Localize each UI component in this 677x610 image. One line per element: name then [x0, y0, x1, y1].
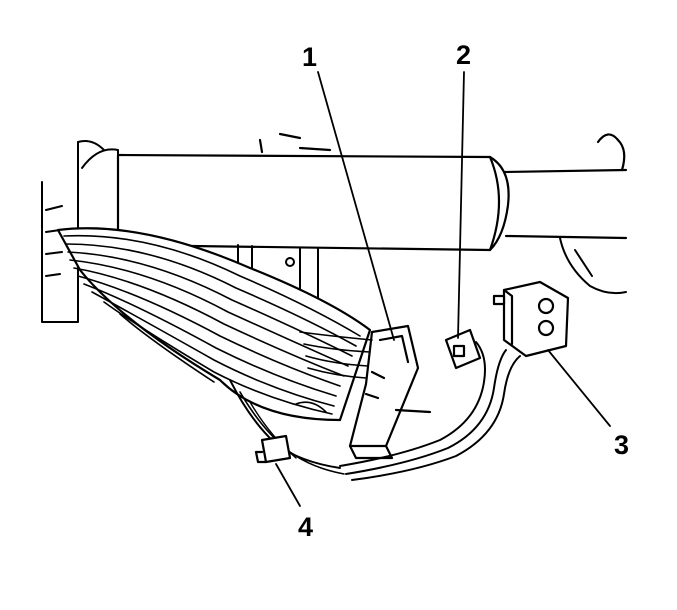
callout-2: 2 — [456, 40, 471, 70]
loose-wires — [295, 331, 373, 413]
leader-line-2 — [457, 71, 465, 339]
callout-4: 4 — [298, 512, 313, 542]
connector-2 — [444, 328, 482, 370]
steering-column — [116, 132, 628, 252]
callout-1: 1 — [302, 42, 317, 72]
leader-lines — [275, 71, 611, 507]
connector-1 — [348, 324, 432, 460]
connector-4 — [254, 434, 292, 464]
wire-loop — [339, 341, 521, 481]
wiring-harness-bundle — [56, 227, 372, 475]
connector-3 — [492, 280, 570, 358]
callout-3: 3 — [614, 430, 629, 460]
leader-line-1 — [317, 71, 395, 341]
leader-line-4 — [275, 463, 301, 507]
leader-line-3 — [547, 349, 611, 427]
